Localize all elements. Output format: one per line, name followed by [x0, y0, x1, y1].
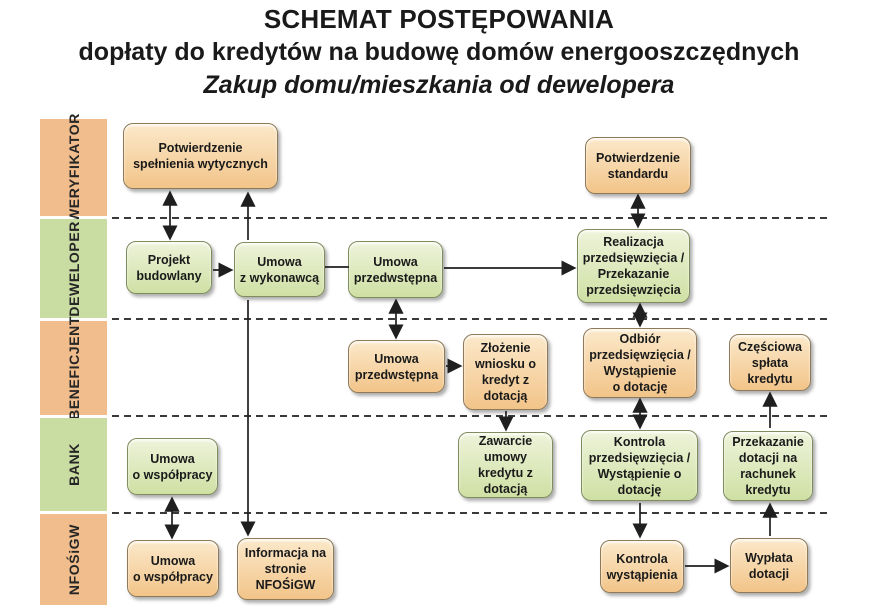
lane-separator: [112, 318, 828, 320]
lane-separator: [112, 415, 828, 417]
lane-label-text: WERYFIKATOR: [65, 113, 82, 223]
lane-label-deweloper: DEWELOPER: [40, 219, 107, 318]
node-kontrola-przedsiewziecia: Kontrola przedsięwzięcia / Wystąpienie o…: [581, 430, 698, 501]
page-subtitle-variant: Zakup domu/mieszkania od dewelopera: [203, 71, 675, 99]
node-umowa-o-wspolpracy-bank: Umowa o współpracy: [127, 438, 218, 495]
page-subtitle: dopłaty do kredytów na budowę domów ener…: [78, 38, 800, 66]
lane-label-text: NFOŚiGW: [65, 523, 82, 596]
lane-label-text: BANK: [65, 443, 82, 486]
node-projekt-budowlany: Projekt budowlany: [126, 241, 212, 294]
node-wyplata-dotacji: Wypłata dotacji: [730, 538, 808, 593]
diagram-title-block: SCHEMAT POSTĘPOWANIA dopłaty do kredytów…: [0, 4, 878, 100]
node-realizacja-przedsiewziecia: Realizacja przedsięwzięcia / Przekazanie…: [577, 229, 690, 303]
node-zawarcie-umowy: Zawarcie umowy kredytu z dotacją: [458, 432, 553, 498]
node-odbior-przedsiewziecia: Odbiór przedsięwzięcia / Wystąpienie o d…: [583, 328, 697, 398]
node-czesciowa-splata: Częściowa spłata kredytu: [729, 334, 811, 391]
lane-separator: [112, 512, 828, 514]
node-zlozenie-wniosku: Złożenie wniosku o kredyt z dotacją: [463, 334, 548, 410]
lane-label-text: DEWELOPER: [65, 220, 82, 317]
node-kontrola-wystapienia: Kontrola wystąpienia: [600, 540, 684, 593]
node-informacja-nfosigw: Informacja na stronie NFOŚiGW: [237, 538, 334, 600]
lane-label-beneficjent: BENEFICJENT: [40, 316, 107, 420]
lane-separator: [112, 217, 828, 219]
node-umowa-o-wspolpracy-nfosigw: Umowa o współpracy: [127, 540, 219, 597]
lane-label-weryfikator: WERYFIKATOR: [40, 113, 107, 222]
node-potwierdzenie-standardu: Potwierdzenie standardu: [585, 137, 691, 194]
node-potwierdzenie-wytycznych: Potwierdzenie spełnienia wytycznych: [123, 123, 278, 189]
node-umowa-przedwstepna-deweloper: Umowa przedwstępna: [348, 241, 443, 298]
node-przekazanie-dotacji: Przekazanie dotacji na rachunek kredytu: [723, 431, 813, 501]
lane-label-bank: BANK: [40, 418, 107, 511]
lane-label-text: BENEFICJENT: [65, 316, 82, 420]
page-title: SCHEMAT POSTĘPOWANIA: [263, 4, 615, 34]
lane-label-nfosigw: NFOŚiGW: [40, 514, 107, 605]
node-umowa-z-wykonawca: Umowa z wykonawcą: [234, 242, 325, 297]
node-umowa-przedwstepna-beneficjent: Umowa przedwstępna: [348, 340, 445, 393]
